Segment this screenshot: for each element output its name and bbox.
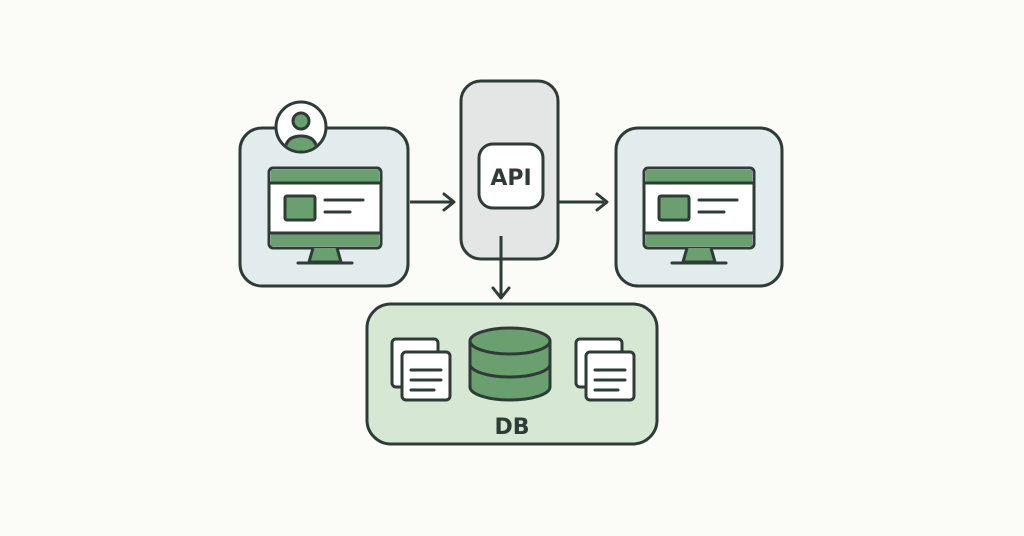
- arrow-icon-api-to-client: [559, 192, 609, 212]
- document-icon: [574, 337, 636, 402]
- user-icon: [274, 100, 328, 154]
- monitor-icon: [642, 166, 756, 265]
- database-panel: DB: [365, 302, 659, 446]
- client-panel-left: [238, 100, 410, 288]
- document-icon: [390, 337, 452, 402]
- api-label: API: [490, 166, 531, 191]
- arrow-icon-api-to-db: [491, 236, 511, 300]
- monitor-icon: [267, 166, 383, 265]
- api-gateway: API: [459, 79, 560, 261]
- client-panel-right: [614, 126, 784, 288]
- database-icon: [468, 326, 552, 402]
- db-label: DB: [494, 415, 529, 440]
- arrow-icon-client-to-api: [410, 192, 456, 212]
